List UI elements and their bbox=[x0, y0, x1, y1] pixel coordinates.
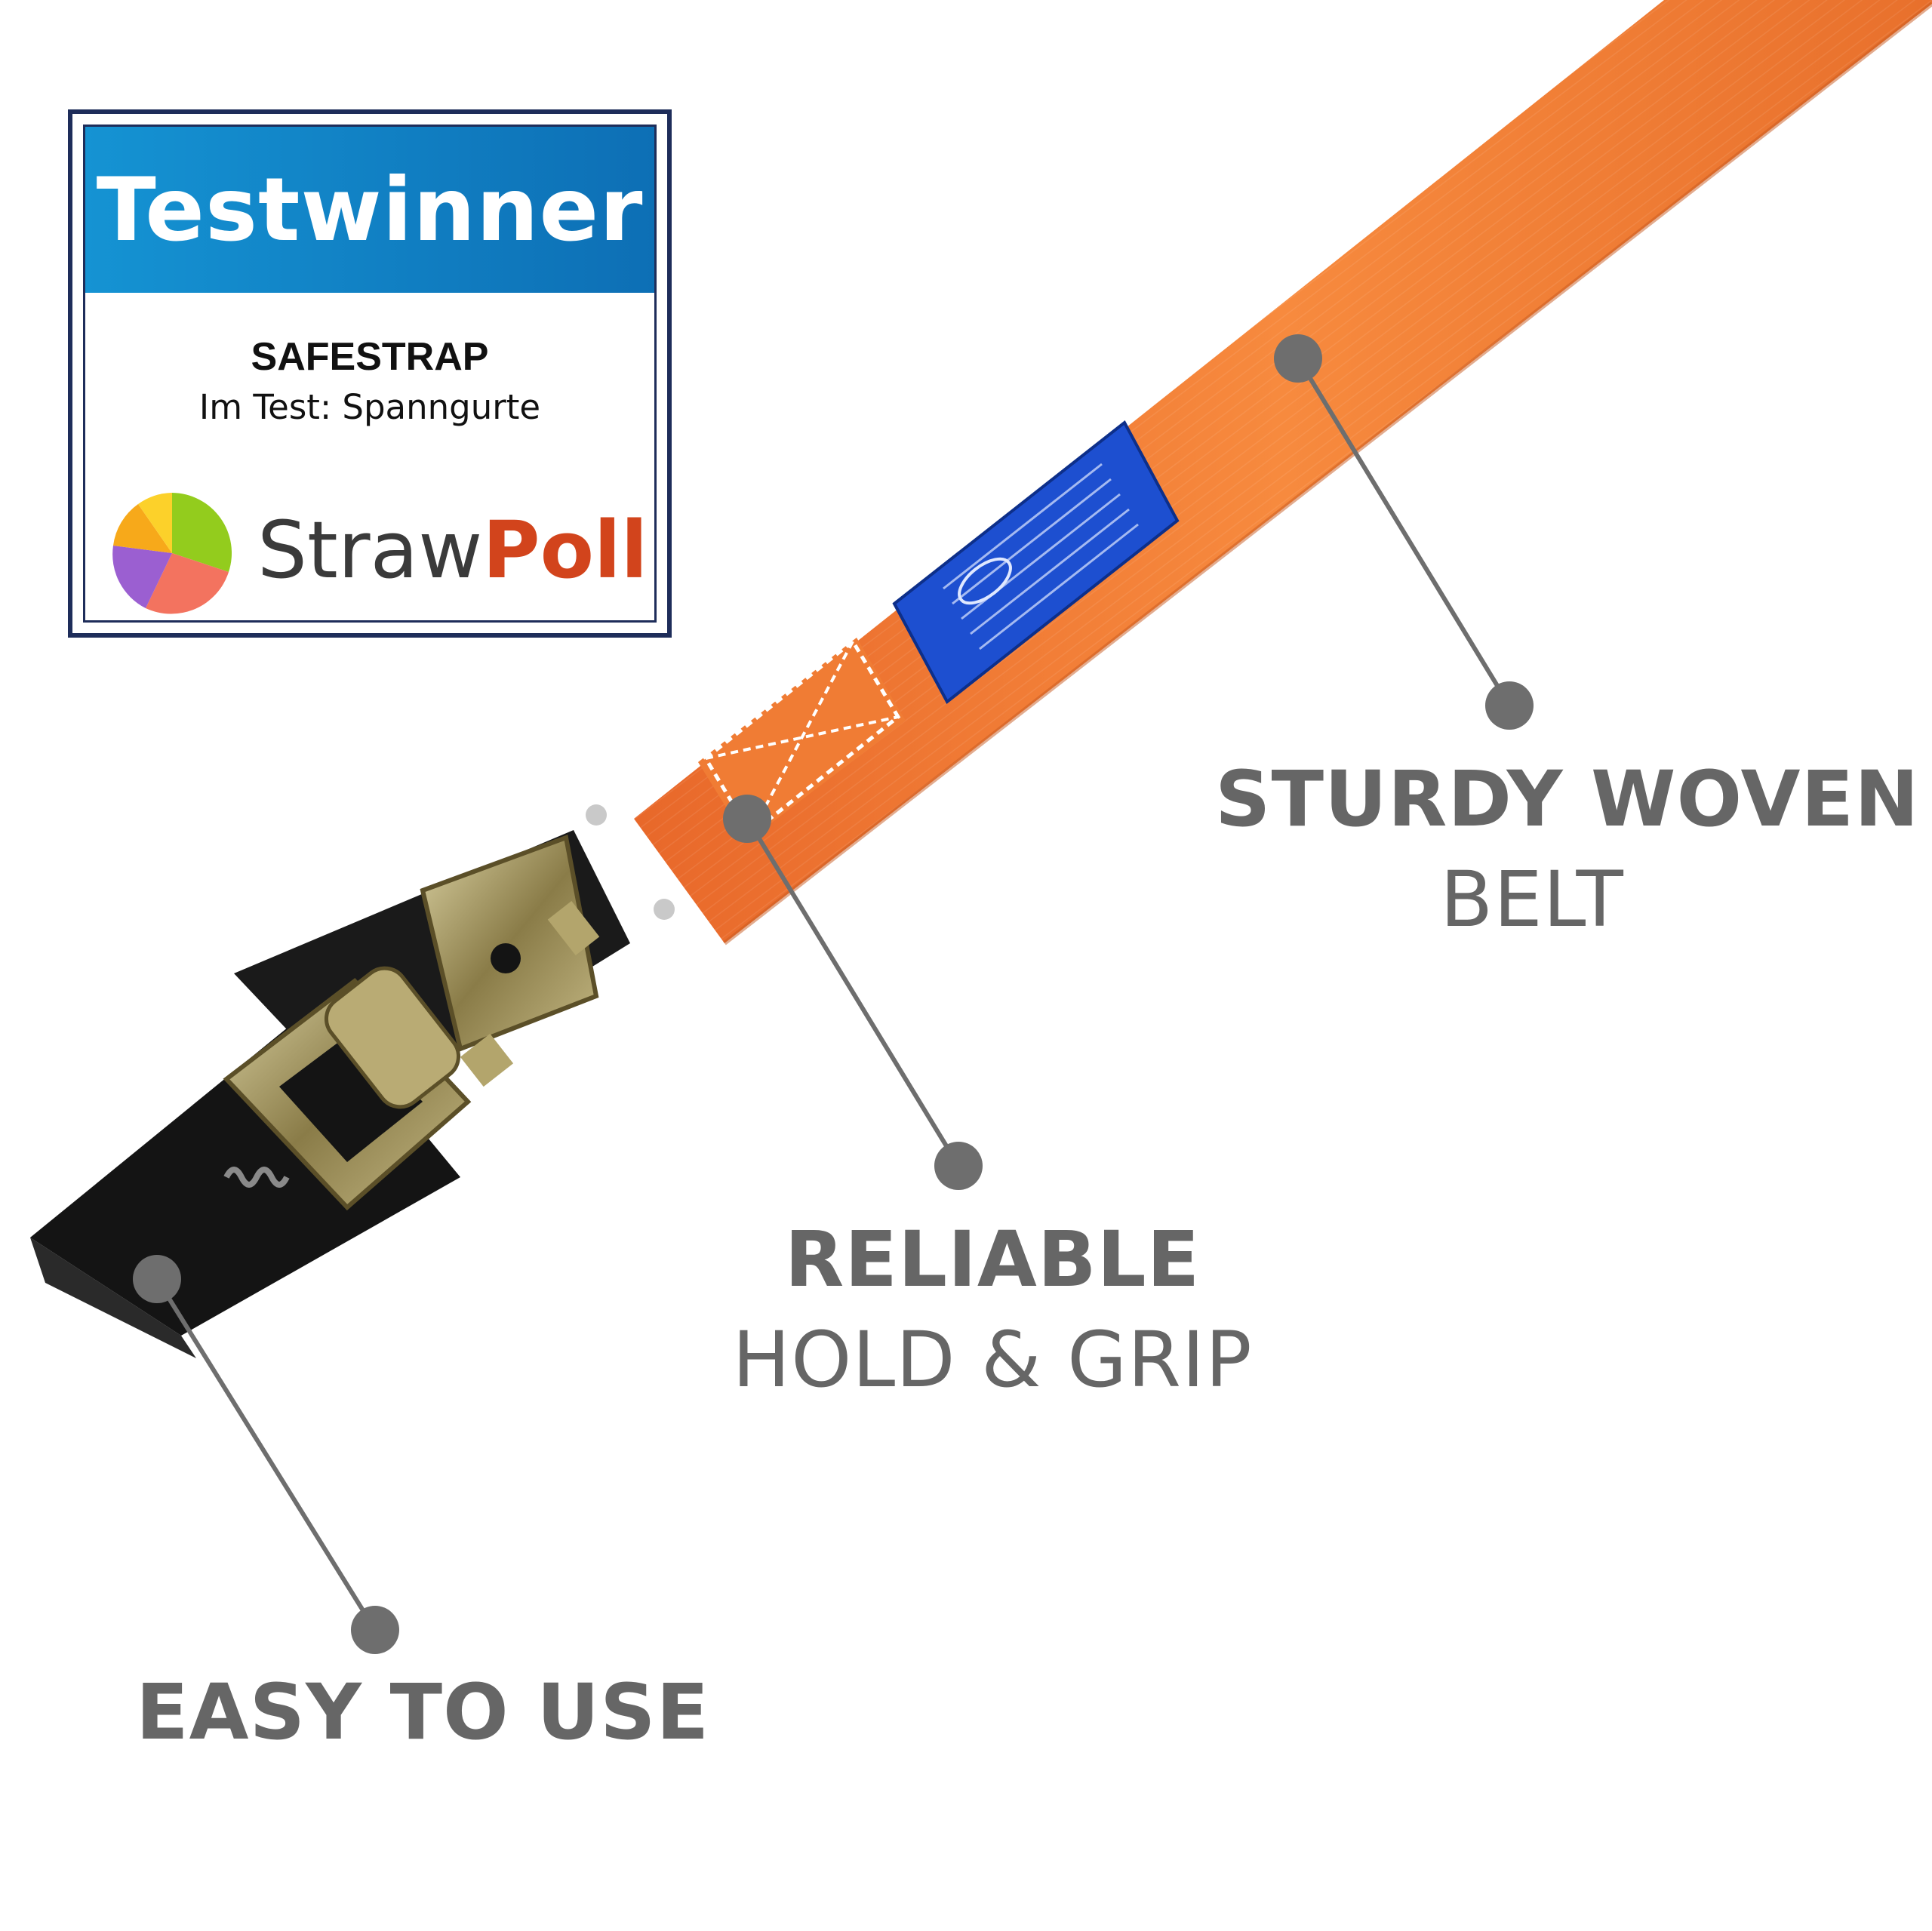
badge-brand: SAFESTRAP bbox=[251, 335, 489, 379]
label-belt-light: BELT bbox=[1440, 855, 1624, 945]
label-sturdy-woven-belt: STURDY WOVEN BELT bbox=[1215, 755, 1920, 945]
badge-title: Testwinner bbox=[85, 127, 654, 293]
pie-chart-logo-icon bbox=[112, 493, 232, 614]
label-easy-strong: EASY TO USE bbox=[136, 1668, 710, 1757]
label-easy-to-use: EASY TO USE bbox=[136, 1668, 710, 1757]
orange-strap bbox=[634, 0, 1932, 946]
badge-frame: Testwinner SAFESTRAP Im Test: Spanngurte… bbox=[83, 125, 657, 623]
logo-text-poll: Poll bbox=[482, 504, 648, 596]
blue-label-tag bbox=[892, 420, 1180, 705]
testwinner-badge: Testwinner SAFESTRAP Im Test: Spanngurte… bbox=[68, 109, 672, 638]
logo-text-straw: Straw bbox=[257, 504, 483, 596]
label-grip-strong: RELIABLE bbox=[784, 1215, 1201, 1305]
label-reliable-hold-grip: RELIABLE HOLD & GRIP bbox=[728, 1215, 1257, 1405]
callout-grip bbox=[723, 795, 983, 1190]
label-belt-strong: STURDY WOVEN bbox=[1215, 755, 1920, 844]
badge-subtitle: Im Test: Spanngurte bbox=[198, 387, 541, 427]
strawpoll-logo-text: StrawPoll bbox=[257, 504, 648, 596]
label-grip-light: HOLD & GRIP bbox=[732, 1315, 1253, 1405]
ratchet-buckle bbox=[30, 804, 675, 1358]
callout-easy bbox=[133, 1255, 399, 1654]
callout-belt bbox=[1274, 334, 1534, 730]
